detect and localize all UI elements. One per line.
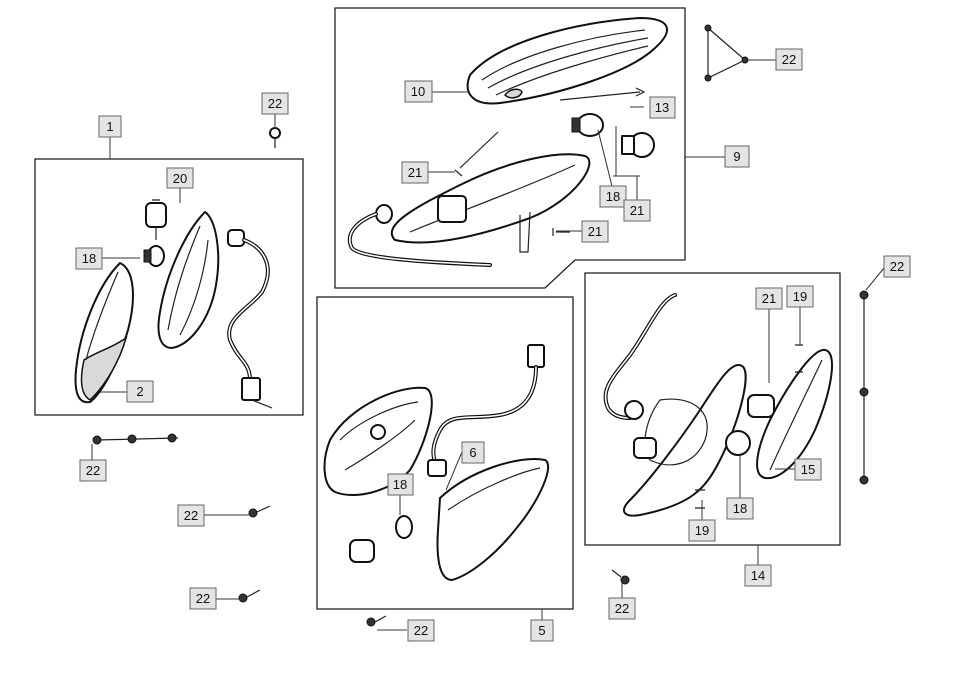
callout-tag-21-left: 21 xyxy=(401,161,429,184)
callout-label: 22 xyxy=(196,591,210,606)
callout-label: 19 xyxy=(695,523,709,538)
callout-tag-20: 20 xyxy=(166,167,194,189)
callout-tag-1: 1 xyxy=(98,115,122,138)
callout-label: 20 xyxy=(173,171,187,186)
callout-tag-19-bottom: 19 xyxy=(688,519,716,542)
callout-label: 18 xyxy=(393,477,407,492)
callout-tag-22-low: 22 xyxy=(189,587,217,610)
wire-13-drawing xyxy=(559,87,646,101)
lens-15-drawing xyxy=(756,349,833,480)
callout-tag-18-left: 18 xyxy=(75,247,103,270)
housing-14-drawing xyxy=(623,364,747,517)
lens-10-drawing xyxy=(466,17,668,105)
callout-label: 18 xyxy=(82,251,96,266)
housing-5-drawing xyxy=(323,386,433,496)
callout-label: 13 xyxy=(655,100,669,115)
screw-22-top xyxy=(269,127,281,148)
callout-label: 21 xyxy=(588,224,602,239)
screw-22-bottom-right xyxy=(611,569,630,585)
callout-tag-22-bottom-right: 22 xyxy=(608,597,636,620)
callout-label: 22 xyxy=(184,508,198,523)
lens-6-drawing xyxy=(436,458,550,581)
callout-label: 18 xyxy=(606,189,620,204)
callout-label: 22 xyxy=(615,601,629,616)
callout-label: 9 xyxy=(733,149,740,164)
callout-label: 22 xyxy=(268,96,282,111)
callout-label: 10 xyxy=(411,84,425,99)
callout-tag-21-bottom: 21 xyxy=(581,220,609,243)
callout-tag-13: 13 xyxy=(649,96,676,119)
group-box-14 xyxy=(584,272,841,546)
callout-tag-5: 5 xyxy=(530,619,554,642)
callout-tag-15: 15 xyxy=(794,458,822,481)
callout-label: 2 xyxy=(136,384,143,399)
leader-lines xyxy=(91,59,885,631)
bulb-18-left-drawing xyxy=(143,245,165,267)
callout-tag-18-front-right: 18 xyxy=(726,497,754,520)
callout-label: 21 xyxy=(630,203,644,218)
harness-14-drawing xyxy=(603,293,677,420)
callout-tag-6: 6 xyxy=(461,441,485,464)
callout-label: 21 xyxy=(762,291,776,306)
callout-label: 5 xyxy=(538,623,545,638)
callout-label: 1 xyxy=(106,119,113,134)
group-box-1 xyxy=(34,158,304,416)
callout-label: 19 xyxy=(793,289,807,304)
housing-9-drawing xyxy=(347,153,591,267)
screws-21-top-drawing xyxy=(454,131,570,236)
callout-tag-19-top: 19 xyxy=(786,285,814,308)
callout-tag-22-top-right: 22 xyxy=(775,48,803,71)
harness-left-drawing xyxy=(227,229,273,409)
callout-label: 15 xyxy=(801,462,815,477)
callout-tag-18-front-left: 18 xyxy=(387,473,414,496)
housing-drawing xyxy=(157,211,220,349)
screw-22-mid xyxy=(248,505,271,518)
callout-label: 18 xyxy=(733,501,747,516)
callout-label: 22 xyxy=(782,52,796,67)
callout-tag-21-front-right: 21 xyxy=(755,287,783,310)
screw-22-low xyxy=(238,589,261,603)
callout-tag-22-bottom: 22 xyxy=(407,619,435,642)
callout-label: 22 xyxy=(890,259,904,274)
group-box-9 xyxy=(334,7,686,289)
clips-19-drawing xyxy=(695,344,803,509)
callout-tag-22-left: 22 xyxy=(79,459,107,482)
callout-label: 6 xyxy=(469,445,476,460)
callout-label: 22 xyxy=(414,623,428,638)
callout-tag-22-mid: 22 xyxy=(177,504,205,527)
callout-tag-21-right: 21 xyxy=(623,199,651,222)
callout-tag-18-rear: 18 xyxy=(599,185,627,208)
bulbs-14-drawing xyxy=(725,394,775,456)
bulbs-5-drawing xyxy=(349,515,413,563)
screws-22-top-right xyxy=(704,24,749,82)
callout-tag-22-top: 22 xyxy=(261,92,289,115)
callout-label: 22 xyxy=(86,463,100,478)
callout-tag-22-right: 22 xyxy=(883,255,911,278)
lens-2-drawing xyxy=(74,262,134,404)
callout-tag-9: 9 xyxy=(724,145,750,168)
callout-label: 21 xyxy=(408,165,422,180)
bulbs-9-drawing xyxy=(571,113,655,158)
callout-label: 14 xyxy=(751,568,765,583)
socket-20-drawing xyxy=(145,199,167,240)
group-box-5 xyxy=(316,296,574,610)
callout-tag-10: 10 xyxy=(404,80,433,103)
screws-22-bottom-left xyxy=(92,433,179,445)
screws-22-right xyxy=(859,290,869,485)
callout-tag-14: 14 xyxy=(744,564,772,587)
callout-tag-2: 2 xyxy=(126,380,154,403)
screw-22-bottom xyxy=(366,615,387,627)
harness-5-drawing xyxy=(427,344,545,477)
